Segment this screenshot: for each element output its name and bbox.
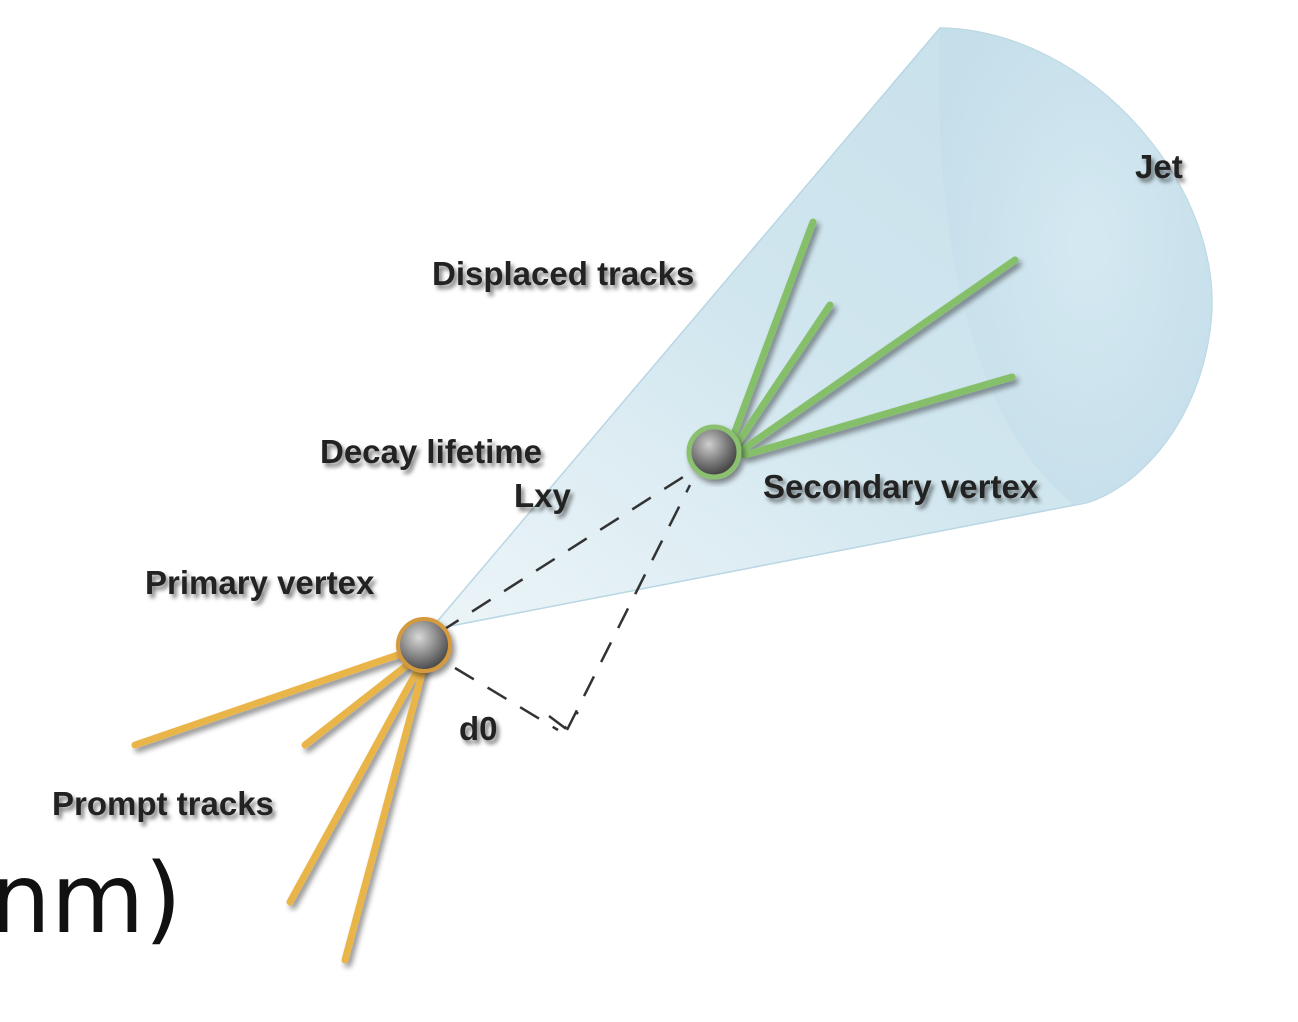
label-secondary-vertex: Secondary vertex	[763, 468, 1039, 505]
label-d0: d0	[459, 710, 498, 747]
label-displaced-tracks: Displaced tracks	[432, 255, 694, 292]
label-primary-vertex: Primary vertex	[145, 564, 375, 601]
jet-cone	[428, 27, 1213, 632]
d0-line	[454, 666, 559, 732]
lxy-line	[439, 454, 717, 634]
label-decay-lifetime: Decay lifetime	[320, 433, 542, 470]
secondary-vertex	[686, 424, 742, 480]
prompt-tracks	[131, 644, 429, 964]
perpendicular-line	[565, 484, 692, 731]
primary-vertex	[396, 617, 452, 673]
background-text: nm)	[0, 843, 182, 955]
right-angle-marker	[548, 711, 579, 730]
label-lxy: Lxy	[514, 477, 572, 514]
label-prompt-tracks: Prompt tracks	[52, 785, 274, 822]
displaced-tracks	[726, 218, 1019, 459]
label-jet: Jet	[1135, 148, 1183, 185]
